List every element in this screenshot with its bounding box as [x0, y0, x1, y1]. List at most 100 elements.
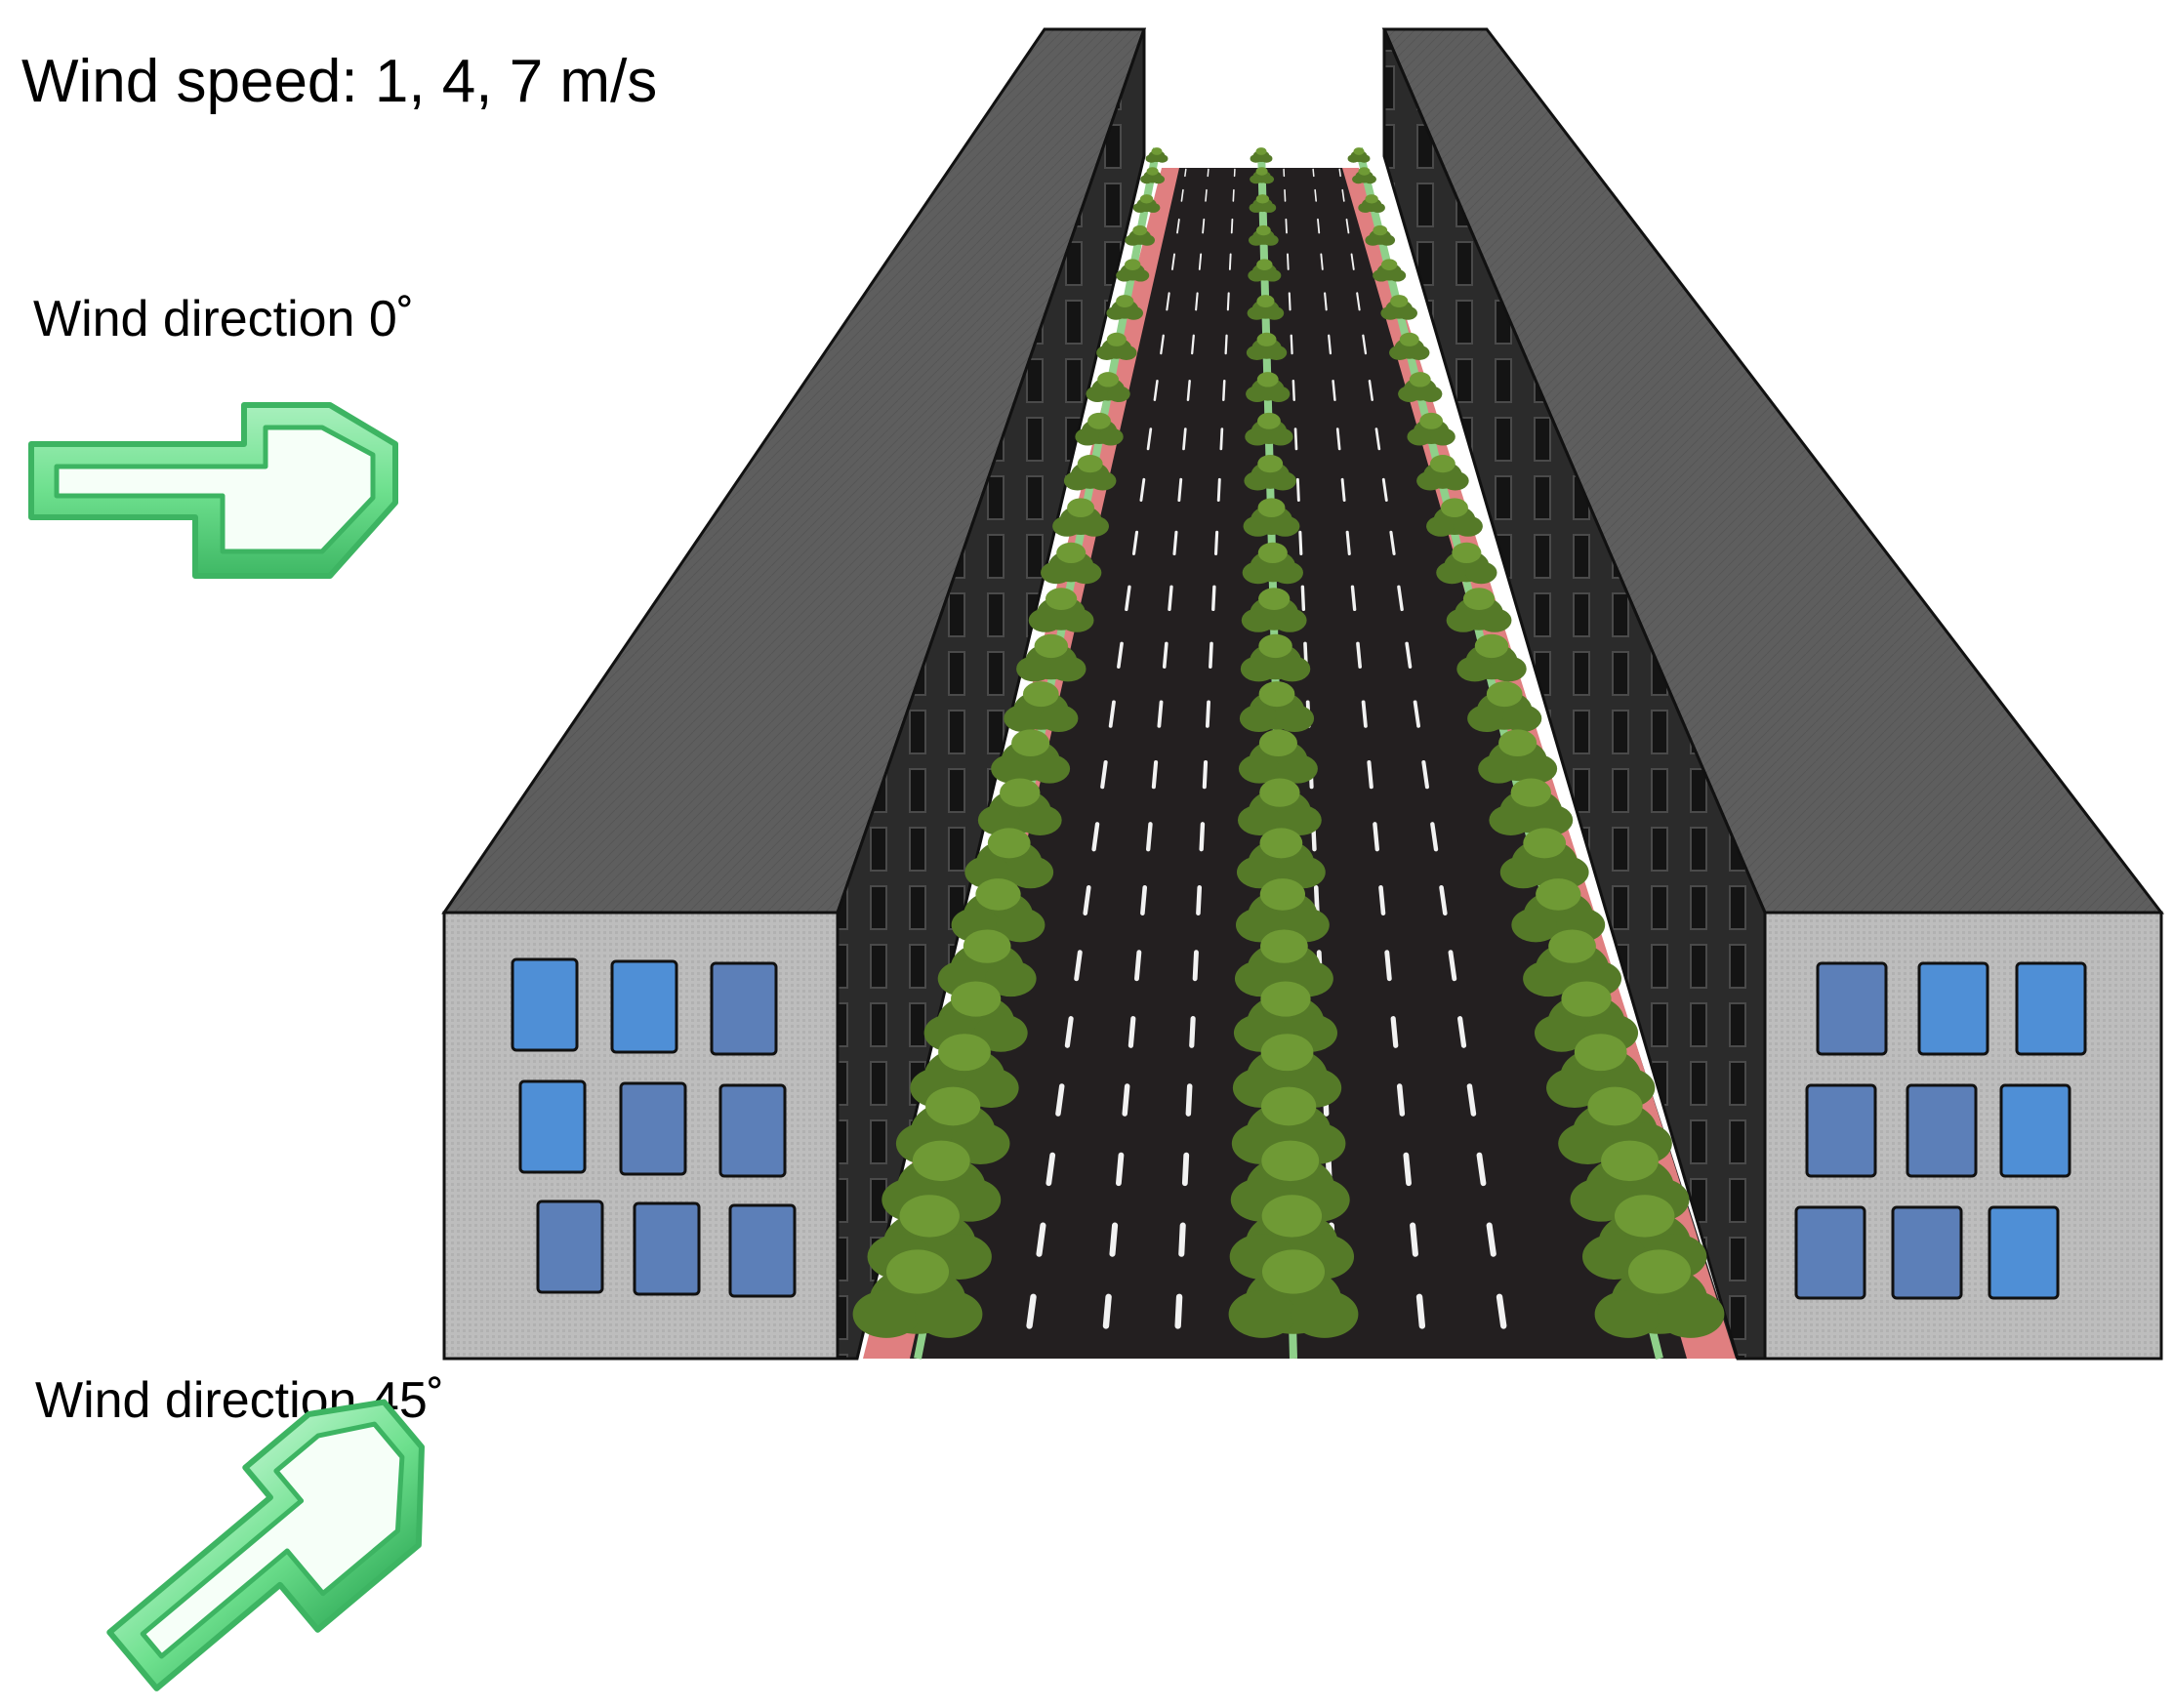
lane-dash: [1064, 1016, 1074, 1048]
tree: [1398, 372, 1443, 402]
tree: [951, 878, 1046, 943]
tree: [1248, 224, 1279, 246]
tree: [1416, 455, 1469, 491]
tree: [1489, 778, 1574, 836]
window: [633, 1201, 701, 1296]
lane-dash: [1314, 188, 1318, 202]
lane-dash: [1361, 700, 1368, 728]
lane-dash: [1288, 292, 1292, 311]
lane-dash: [1345, 530, 1351, 556]
tree: [1234, 929, 1333, 997]
lane-dash: [1184, 168, 1187, 178]
lane-dash: [1170, 253, 1175, 270]
lane-dash: [1139, 477, 1146, 503]
right-facade-windows: [1794, 961, 2087, 1300]
lane-dash: [1390, 1016, 1399, 1048]
lane-dash: [1374, 427, 1381, 451]
lane-dash: [1160, 334, 1165, 355]
tree: [1594, 1249, 1725, 1338]
lane-dash: [1413, 700, 1420, 728]
tree: [1246, 372, 1291, 402]
lane-dash: [1293, 427, 1298, 451]
tree: [1228, 1249, 1359, 1338]
lane-dash: [1356, 641, 1362, 669]
window: [1917, 961, 1989, 1056]
tree: [1028, 588, 1094, 632]
lane-dash: [1317, 218, 1321, 234]
lane-dash: [1202, 218, 1206, 234]
arrow-up-right-icon: [106, 1399, 425, 1691]
lane-dash: [1230, 218, 1234, 234]
lane-dash: [1287, 253, 1290, 270]
lane-dash: [1345, 218, 1350, 234]
lane-dash: [1207, 168, 1210, 178]
window: [511, 957, 579, 1052]
lane-dash: [1209, 641, 1213, 669]
window: [710, 961, 778, 1056]
lane-dash: [1178, 1222, 1186, 1257]
lane-dash: [1313, 885, 1320, 916]
lane-dash: [1198, 253, 1203, 270]
lane-dash: [1486, 1222, 1496, 1257]
tree: [1436, 542, 1497, 585]
tree: [1245, 412, 1293, 446]
lane-dash: [1340, 477, 1346, 503]
lane-dash: [1410, 1222, 1418, 1257]
tree: [1248, 259, 1282, 282]
tree: [1365, 224, 1396, 246]
lane-dash: [1284, 188, 1287, 202]
wind-speed-label: Wind speed: 1, 4, 7 m/s: [21, 48, 657, 115]
tree: [1241, 588, 1307, 632]
lane-dash: [1109, 1222, 1119, 1257]
lane-dash: [1476, 1152, 1487, 1187]
window: [1794, 1205, 1866, 1300]
lane-dash: [1226, 292, 1230, 311]
tree: [1086, 372, 1130, 402]
lane-dash: [1328, 334, 1332, 355]
lane-dash: [1222, 380, 1226, 401]
lane-dash: [1224, 334, 1228, 355]
tree: [1239, 681, 1315, 733]
lane-dash: [1397, 585, 1404, 612]
window: [2015, 961, 2087, 1056]
lane-dash: [1448, 950, 1457, 982]
lane-dash: [1324, 292, 1328, 311]
tree: [1246, 332, 1288, 360]
lane-dash: [1026, 1293, 1037, 1329]
lane-dash: [1162, 641, 1168, 669]
lane-dash: [1381, 477, 1388, 503]
lane-dash: [1191, 334, 1195, 355]
lane-dash: [1396, 1083, 1406, 1117]
lane-dash: [1430, 822, 1439, 852]
left-building-side-wall: [836, 28, 1146, 1361]
lane-dash: [1108, 700, 1116, 728]
window: [619, 1081, 687, 1176]
lane-markings: [1026, 168, 1507, 1329]
tree: [1140, 167, 1166, 184]
lane-dash: [1199, 822, 1206, 852]
lane-dash: [1091, 822, 1100, 852]
tree: [1063, 455, 1117, 491]
tree: [1407, 412, 1456, 446]
tree: [1075, 412, 1124, 446]
lane-dash: [1367, 759, 1374, 790]
tree: [937, 929, 1037, 997]
right-building-side-wall: [1382, 28, 1767, 1361]
lane-dash: [1403, 1152, 1412, 1187]
lane-dash: [1205, 188, 1208, 202]
lane-dash: [1389, 530, 1396, 556]
lane-dash: [1219, 427, 1224, 451]
tree: [1373, 259, 1407, 282]
lane-dash: [1180, 188, 1184, 202]
window: [610, 959, 678, 1054]
lane-dash: [1153, 380, 1159, 401]
tree: [964, 828, 1054, 889]
lane-dash: [1157, 700, 1164, 728]
lane-dash: [1151, 759, 1159, 790]
lane-dash: [1145, 822, 1153, 852]
left-facade-windows: [511, 957, 797, 1298]
lane-dash: [1341, 188, 1345, 202]
tree: [991, 729, 1071, 784]
tree: [1247, 295, 1285, 320]
